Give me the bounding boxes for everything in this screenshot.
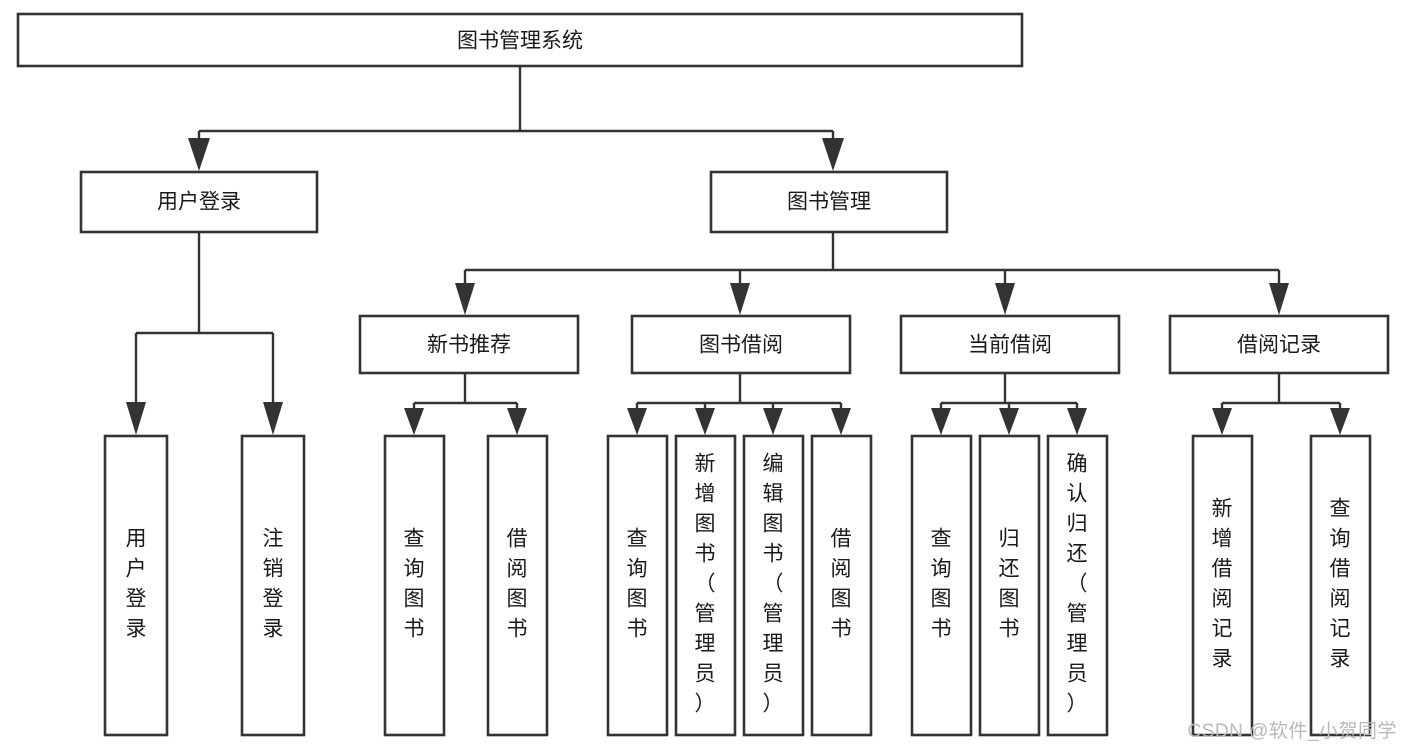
node-leaf-query-book-3[interactable]: 查询图书 <box>910 434 973 737</box>
node-leaf-return-book-label: 归还图书 <box>999 528 1020 641</box>
node-leaf-user-login-label: 用户登录 <box>126 528 147 641</box>
node-book-manage-label: 图书管理 <box>787 191 871 214</box>
node-leaf-borrow-book-1-box[interactable] <box>486 434 549 737</box>
node-new-book-recommend[interactable]: 新书推荐 <box>358 314 580 375</box>
node-root-label: 图书管理系统 <box>457 30 583 53</box>
node-leaf-add-book-box[interactable] <box>674 434 737 737</box>
node-leaf-edit-book[interactable]: 编辑图书（管理员） <box>742 434 805 737</box>
arrow-head-leaf-add-book <box>695 408 715 435</box>
node-user-login[interactable]: 用户登录 <box>79 170 319 234</box>
node-borrow-record-box[interactable] <box>1168 314 1390 375</box>
arrow-head-leaf-borrow-book-2 <box>831 408 851 435</box>
arrow-head-borrow-record <box>1269 283 1289 315</box>
node-root-box[interactable] <box>16 12 1024 68</box>
node-current-borrow-label: 当前借阅 <box>968 334 1052 357</box>
node-book-borrow[interactable]: 图书借阅 <box>630 314 852 375</box>
node-leaf-query-book-1[interactable]: 查询图书 <box>383 434 446 737</box>
node-leaf-borrow-book-2[interactable]: 借阅图书 <box>810 434 873 737</box>
arrow-head-book-manage <box>822 138 844 171</box>
node-leaf-add-record-box[interactable] <box>1191 434 1254 737</box>
node-current-borrow-box[interactable] <box>899 314 1121 375</box>
node-leaf-logout-login-box[interactable] <box>240 434 306 737</box>
arrow-head-leaf-user-login <box>126 402 146 435</box>
arrow-head-leaf-add-record <box>1212 408 1232 435</box>
arrow-head-leaf-query-record <box>1330 408 1350 435</box>
node-leaf-query-book-2-label: 查询图书 <box>627 528 648 641</box>
node-leaf-query-book-1-box[interactable] <box>383 434 446 737</box>
node-leaf-return-book-box[interactable] <box>978 434 1041 737</box>
node-leaf-add-record-label: 新增借阅记录 <box>1212 498 1233 671</box>
node-leaf-edit-book-box[interactable] <box>742 434 805 737</box>
node-leaf-query-book-3-box[interactable] <box>910 434 973 737</box>
node-leaf-logout-login[interactable]: 注销登录 <box>240 434 306 737</box>
node-leaf-query-record[interactable]: 查询借阅记录 <box>1309 434 1372 737</box>
node-leaf-borrow-book-2-label: 借阅图书 <box>831 528 852 641</box>
node-leaf-add-book-label: 新增图书（管理员） <box>695 453 716 716</box>
connector-layer <box>126 66 1350 435</box>
node-leaf-add-record[interactable]: 新增借阅记录 <box>1191 434 1254 737</box>
node-leaf-borrow-book-1[interactable]: 借阅图书 <box>486 434 549 737</box>
arrow-head-leaf-edit-book <box>763 408 783 435</box>
node-user-login-box[interactable] <box>79 170 319 234</box>
node-leaf-query-book-2[interactable]: 查询图书 <box>606 434 669 737</box>
node-leaf-confirm-return-box[interactable] <box>1046 434 1109 737</box>
node-leaf-query-book-3-label: 查询图书 <box>931 528 952 641</box>
node-borrow-record[interactable]: 借阅记录 <box>1168 314 1390 375</box>
arrow-head-leaf-query-book-2 <box>627 408 647 435</box>
node-leaf-add-book[interactable]: 新增图书（管理员） <box>674 434 737 737</box>
node-leaf-borrow-book-1-label: 借阅图书 <box>507 528 528 641</box>
arrow-head-current-borrow <box>995 283 1015 315</box>
node-new-book-recommend-label: 新书推荐 <box>427 334 511 357</box>
node-leaf-edit-book-label: 编辑图书（管理员） <box>763 453 784 716</box>
node-leaf-logout-login-label: 注销登录 <box>263 528 284 641</box>
arrow-head-leaf-query-book-1 <box>404 408 424 435</box>
arrow-head-leaf-confirm-return <box>1067 408 1087 435</box>
node-leaf-query-book-2-box[interactable] <box>606 434 669 737</box>
node-current-borrow[interactable]: 当前借阅 <box>899 314 1121 375</box>
node-new-book-recommend-box[interactable] <box>358 314 580 375</box>
node-leaf-return-book[interactable]: 归还图书 <box>978 434 1041 737</box>
arrow-head-leaf-return-book <box>999 408 1019 435</box>
node-root[interactable]: 图书管理系统 <box>16 12 1024 68</box>
node-leaf-query-book-1-label: 查询图书 <box>404 528 425 641</box>
node-borrow-record-label: 借阅记录 <box>1237 334 1321 357</box>
node-book-borrow-box[interactable] <box>630 314 852 375</box>
node-book-borrow-label: 图书借阅 <box>699 334 783 357</box>
node-book-manage[interactable]: 图书管理 <box>709 170 949 234</box>
node-leaf-borrow-book-2-box[interactable] <box>810 434 873 737</box>
arrow-head-leaf-logout-login <box>263 402 283 435</box>
node-leaf-user-login-box[interactable] <box>103 434 169 737</box>
node-leaf-confirm-return[interactable]: 确认归还（管理员） <box>1046 434 1109 737</box>
node-user-login-label: 用户登录 <box>157 191 241 214</box>
arrow-head-new-book-recommend <box>455 283 475 315</box>
node-leaf-query-record-box[interactable] <box>1309 434 1372 737</box>
arrow-head-leaf-query-book-3 <box>931 408 951 435</box>
node-leaf-confirm-return-label: 确认归还（管理员） <box>1067 453 1088 716</box>
node-leaf-query-record-label: 查询借阅记录 <box>1330 498 1351 671</box>
node-leaf-user-login[interactable]: 用户登录 <box>103 434 169 737</box>
arrow-head-leaf-borrow-book-1 <box>507 408 527 435</box>
arrow-head-book-borrow <box>730 283 750 315</box>
arrow-head-user-login <box>188 138 210 171</box>
node-book-manage-box[interactable] <box>709 170 949 234</box>
